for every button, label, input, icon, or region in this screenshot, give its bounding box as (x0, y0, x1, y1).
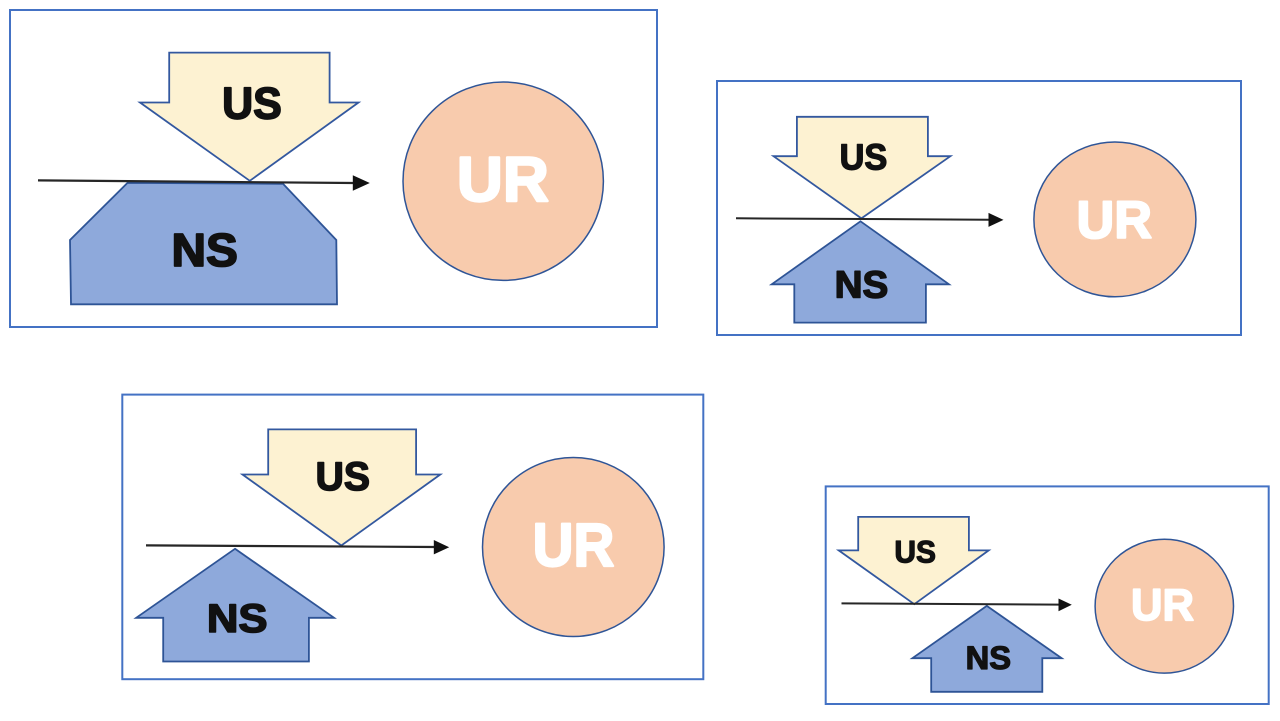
svg-text:NS: NS (835, 263, 889, 306)
svg-text:NS: NS (172, 224, 238, 276)
svg-text:UR: UR (1077, 191, 1153, 250)
svg-text:NS: NS (966, 640, 1011, 676)
svg-text:NS: NS (207, 597, 268, 641)
svg-text:US: US (316, 455, 370, 499)
svg-text:UR: UR (1131, 581, 1194, 630)
svg-text:US: US (894, 535, 936, 570)
svg-text:UR: UR (533, 511, 615, 580)
svg-text:UR: UR (457, 145, 549, 215)
svg-text:US: US (222, 80, 282, 129)
svg-text:US: US (840, 137, 888, 178)
